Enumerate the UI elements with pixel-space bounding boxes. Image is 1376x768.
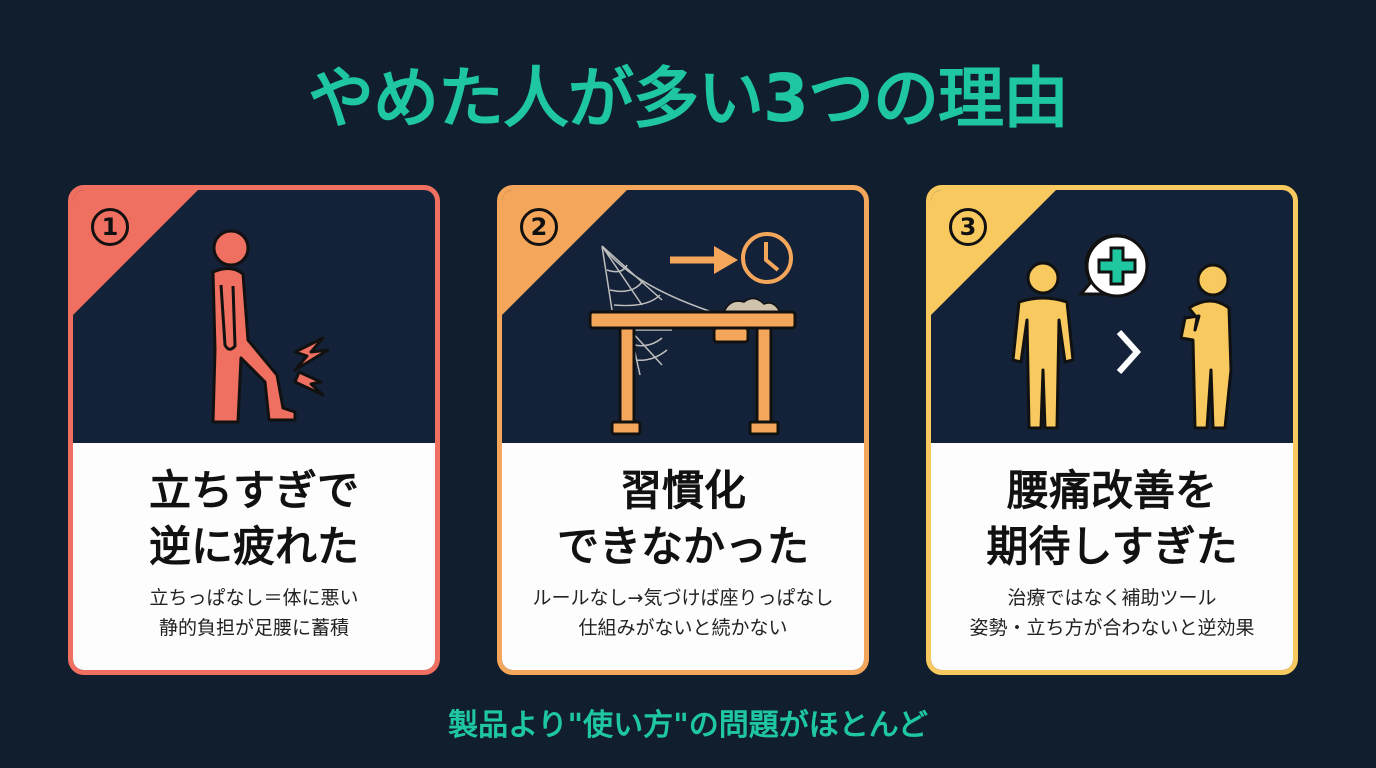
corner-accent bbox=[73, 190, 198, 315]
reason-card-1: 1 立ちすぎで 逆に疲れた 立ちっぱなし＝体に悪い 静的負担が足腰に蓄積 bbox=[68, 185, 440, 675]
footer-summary: 製品より"使い方"の問題がほとんど bbox=[448, 708, 928, 743]
person-leg-pain-icon bbox=[211, 229, 330, 424]
card-text-panel: 立ちすぎで 逆に疲れた 立ちっぱなし＝体に悪い 静的負担が足腰に蓄積 bbox=[73, 443, 435, 670]
number-badge: 1 bbox=[91, 208, 129, 246]
card-subtext: ルールなし→気づけば座りっぱなし 仕組みがないと続かない bbox=[532, 587, 834, 639]
card-heading: 腰痛改善を 期待しすぎた bbox=[986, 466, 1238, 571]
card-heading: 立ちすぎで 逆に疲れた bbox=[148, 466, 359, 571]
dusty-standing-desk-icon bbox=[588, 232, 797, 436]
speech-bubble-medical-cross-icon bbox=[1077, 233, 1149, 298]
greater-than-icon bbox=[1116, 329, 1142, 375]
clock-icon bbox=[741, 232, 793, 284]
card-subtext: 立ちっぱなし＝体に悪い 静的負担が足腰に蓄積 bbox=[149, 587, 359, 639]
number-badge: 2 bbox=[520, 208, 558, 246]
reason-card-3: 3 腰痛改善を 期待しすぎた 治療ではなく補助ツール 姿勢・立ち方が合わないと逆… bbox=[926, 185, 1298, 675]
card-text-panel: 習慣化 できなかった ルールなし→気づけば座りっぱなし 仕組みがないと続かない bbox=[502, 443, 864, 670]
page-title: やめた人が多い3つの理由 bbox=[308, 60, 1069, 137]
reason-card-2: 2 習慣化 できなかった ルールなし→気づけば座りっぱなし 仕組みがないと続かな… bbox=[497, 185, 869, 675]
corner-accent bbox=[931, 190, 1056, 315]
corner-accent bbox=[502, 190, 627, 315]
arrow-right-icon bbox=[714, 246, 738, 274]
card-subtext: 治療ではなく補助ツール 姿勢・立ち方が合わないと逆効果 bbox=[969, 587, 1255, 639]
card-text-panel: 腰痛改善を 期待しすぎた 治療ではなく補助ツール 姿勢・立ち方が合わないと逆効果 bbox=[931, 443, 1293, 670]
number-badge: 3 bbox=[949, 208, 987, 246]
card-heading: 習慣化 できなかった bbox=[556, 466, 809, 571]
